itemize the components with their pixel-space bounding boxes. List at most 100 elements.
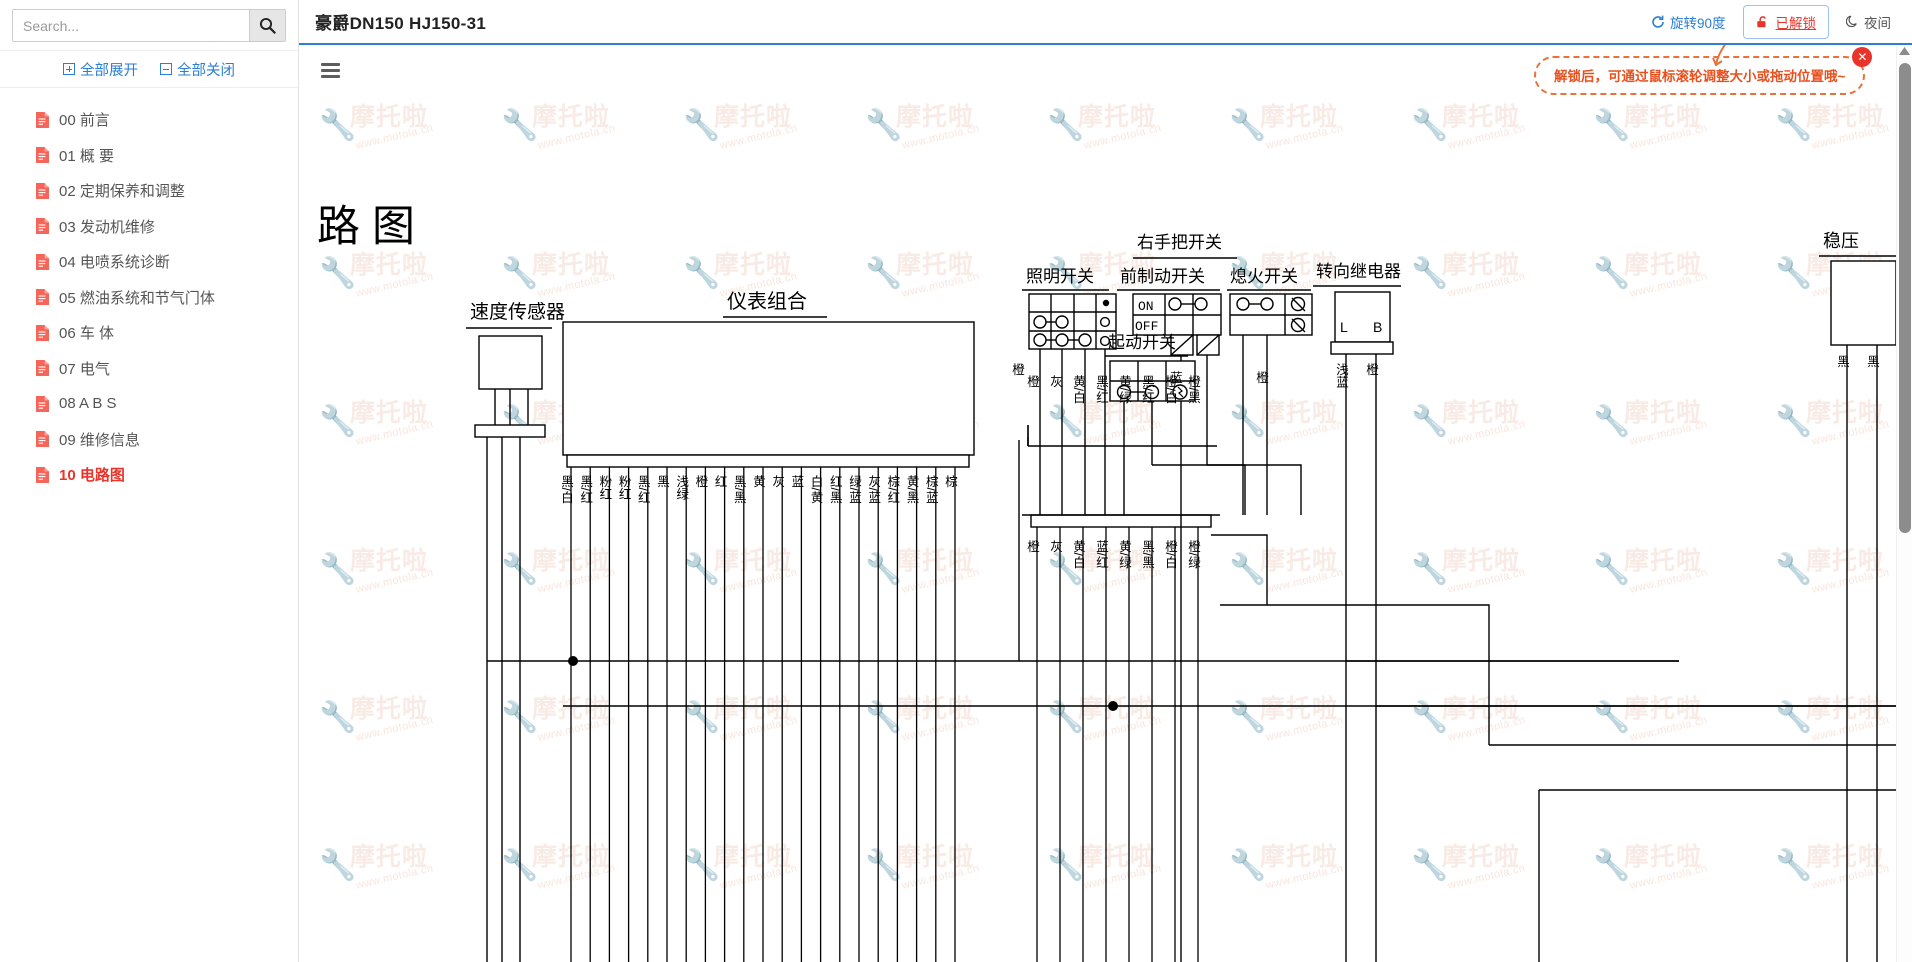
plus-box-icon: [63, 63, 75, 75]
wire-label-right-upper-5: 黑/红: [1140, 375, 1154, 403]
sidebar-item-label: 08 A B S: [59, 395, 117, 413]
wire-label-right-upper-1: 灰: [1048, 375, 1062, 388]
sidebar-item-label: 07 电气: [59, 360, 110, 378]
switch-state-off: OFF: [1135, 319, 1158, 334]
document-title: 豪爵DN150 HJ150-31: [315, 14, 487, 33]
sidebar-item-04[interactable]: 04 电喷系统诊断: [0, 244, 298, 280]
sidebar-item-label: 06 车 体: [59, 325, 115, 343]
sidebar-item-label: 00 前言: [59, 112, 110, 130]
wire-label-cluster-10: 黄: [751, 475, 765, 488]
wire-label-cluster-3: 粉红: [617, 474, 631, 500]
collapse-all-button[interactable]: 全部关闭: [160, 59, 235, 80]
wire-label-right-lower-1: 灰: [1048, 540, 1062, 553]
unlock-icon: [1756, 15, 1771, 29]
wire-label-cluster-7: 橙: [693, 474, 707, 488]
wire-label-regulator-1: 黑: [1865, 355, 1879, 368]
wire-label-right-lower-6: 橙/白: [1163, 539, 1177, 568]
expand-all-button[interactable]: 全部展开: [63, 59, 138, 80]
sidebar-item-09[interactable]: 09 维修信息: [0, 422, 298, 458]
sidebar-item-label: 04 电喷系统诊断: [59, 254, 170, 272]
rotate-90-button[interactable]: 旋转90度: [1644, 7, 1733, 37]
wire-label-cluster-16: 灰/蓝: [866, 475, 880, 503]
vertical-scrollbar[interactable]: [1896, 45, 1912, 962]
component-label-starter-switch: 起动开关: [1108, 333, 1176, 352]
close-icon[interactable]: ✕: [1852, 47, 1873, 67]
wire-label-cluster-14: 红/黑: [828, 474, 842, 504]
lock-toggle-button[interactable]: 已解锁: [1742, 4, 1829, 39]
sidebar-item-label: 10 电路图: [59, 467, 125, 485]
wire-label-cluster-18: 黄/黑: [905, 475, 919, 504]
search-input[interactable]: [13, 10, 249, 41]
sidebar-item-07[interactable]: 07 电气: [0, 351, 298, 387]
sidebar-item-label: 05 燃油系统和节气门体: [59, 289, 215, 307]
sidebar-item-05[interactable]: 05 燃油系统和节气门体: [0, 280, 298, 316]
topbar: 豪爵DN150 HJ150-31 旋转90度: [299, 0, 1912, 45]
switch-state-on: ON: [1138, 299, 1154, 314]
document-icon: [35, 111, 50, 129]
wire-label-cluster-1: 黑/红: [578, 475, 592, 503]
scroll-up-button[interactable]: [1897, 47, 1912, 55]
document-icon: [35, 466, 50, 484]
wire-label-regulator-0: 黑: [1835, 355, 1849, 368]
sidebar-item-label: 09 维修信息: [59, 431, 140, 449]
document-icon: [35, 359, 50, 377]
wire-label-vertical-0: 橙: [1010, 362, 1024, 376]
relay-terminal-l: L: [1340, 319, 1348, 335]
wire-label-relay-0: 浅蓝: [1334, 363, 1348, 388]
wire-label-cluster-9: 黑/黑: [732, 475, 746, 504]
moon-icon: [1846, 15, 1859, 28]
wire-label-cluster-5: 黑: [655, 475, 669, 488]
document-icon: [35, 430, 50, 448]
wire-label-right-upper-4: 黄/绿: [1117, 375, 1131, 403]
sidebar-item-03[interactable]: 03 发动机维修: [0, 209, 298, 245]
sidebar-item-00[interactable]: 00 前言: [0, 102, 298, 138]
minus-box-icon: [160, 63, 172, 75]
document-icon: [35, 217, 50, 235]
search-button[interactable]: [249, 10, 285, 41]
component-label-turn-relay: 转向继电器: [1316, 262, 1401, 281]
document-icon: [35, 253, 50, 271]
wiring-diagram[interactable]: 路 图 速度传感器 仪表组合: [299, 45, 1896, 962]
wire-label-vertical-2: 橙: [1254, 370, 1268, 384]
wire-label-right-lower-3: 蓝/红: [1094, 540, 1108, 568]
triangle-up-icon: [1899, 47, 1910, 55]
sidebar-item-06[interactable]: 06 车 体: [0, 315, 298, 351]
sidebar-item-01[interactable]: 01 概 要: [0, 138, 298, 174]
sidebar-item-10[interactable]: 10 电路图: [0, 457, 298, 493]
wire-label-cluster-0: 黑/白: [559, 475, 573, 503]
expand-all-label: 全部展开: [80, 62, 138, 79]
wire-label-cluster-19: 棕/蓝: [924, 474, 938, 503]
sidebar-item-02[interactable]: 02 定期保养和调整: [0, 173, 298, 209]
document-icon: [35, 395, 50, 413]
night-mode-label: 夜间: [1864, 15, 1891, 31]
hamburger-menu-icon[interactable]: [321, 63, 340, 78]
wire-label-cluster-17: 棕/红: [885, 474, 899, 503]
component-label-regulator: 稳压: [1823, 231, 1859, 251]
wire-label-right-upper-6: 橙/白: [1163, 374, 1177, 403]
search-box[interactable]: [12, 9, 286, 42]
unlock-tooltip-text: 解锁后，可通过鼠标滚轮调整大小或拖动位置哦~: [1554, 69, 1846, 84]
component-label-kill-switch: 熄火开关: [1230, 267, 1298, 286]
topbar-actions: 旋转90度 已解锁: [1644, 4, 1898, 39]
wire-label-cluster-20: 棕: [943, 474, 957, 488]
scrollbar-thumb[interactable]: [1899, 63, 1911, 533]
wire-label-right-lower-0: 橙: [1025, 539, 1039, 553]
sidebar-item-08[interactable]: 08 A B S: [0, 386, 298, 422]
wire-label-cluster-8: 红: [713, 474, 727, 488]
component-label-light-switch: 照明开关: [1026, 267, 1094, 286]
wire-label-relay-1: 橙: [1364, 362, 1378, 376]
wiring-diagram-svg: 路 图 速度传感器 仪表组合: [317, 203, 1896, 962]
document-icon: [35, 324, 50, 342]
rotate-icon: [1651, 15, 1665, 29]
wire-label-cluster-6: 浅绿: [674, 475, 688, 500]
diagram-heading: 路 图: [317, 203, 415, 251]
wire-label-cluster-2: 粉红: [597, 474, 611, 500]
wire-label-right-lower-7: 橙/绿: [1186, 539, 1200, 568]
wire-label-right-upper-7: 橙/黑: [1186, 374, 1200, 404]
search-icon: [259, 17, 276, 34]
night-mode-button[interactable]: 夜间: [1839, 7, 1898, 37]
wire-label-cluster-12: 蓝: [789, 475, 803, 488]
document-icon: [35, 182, 50, 200]
wire-label-cluster-13: 白/黄: [809, 474, 823, 504]
